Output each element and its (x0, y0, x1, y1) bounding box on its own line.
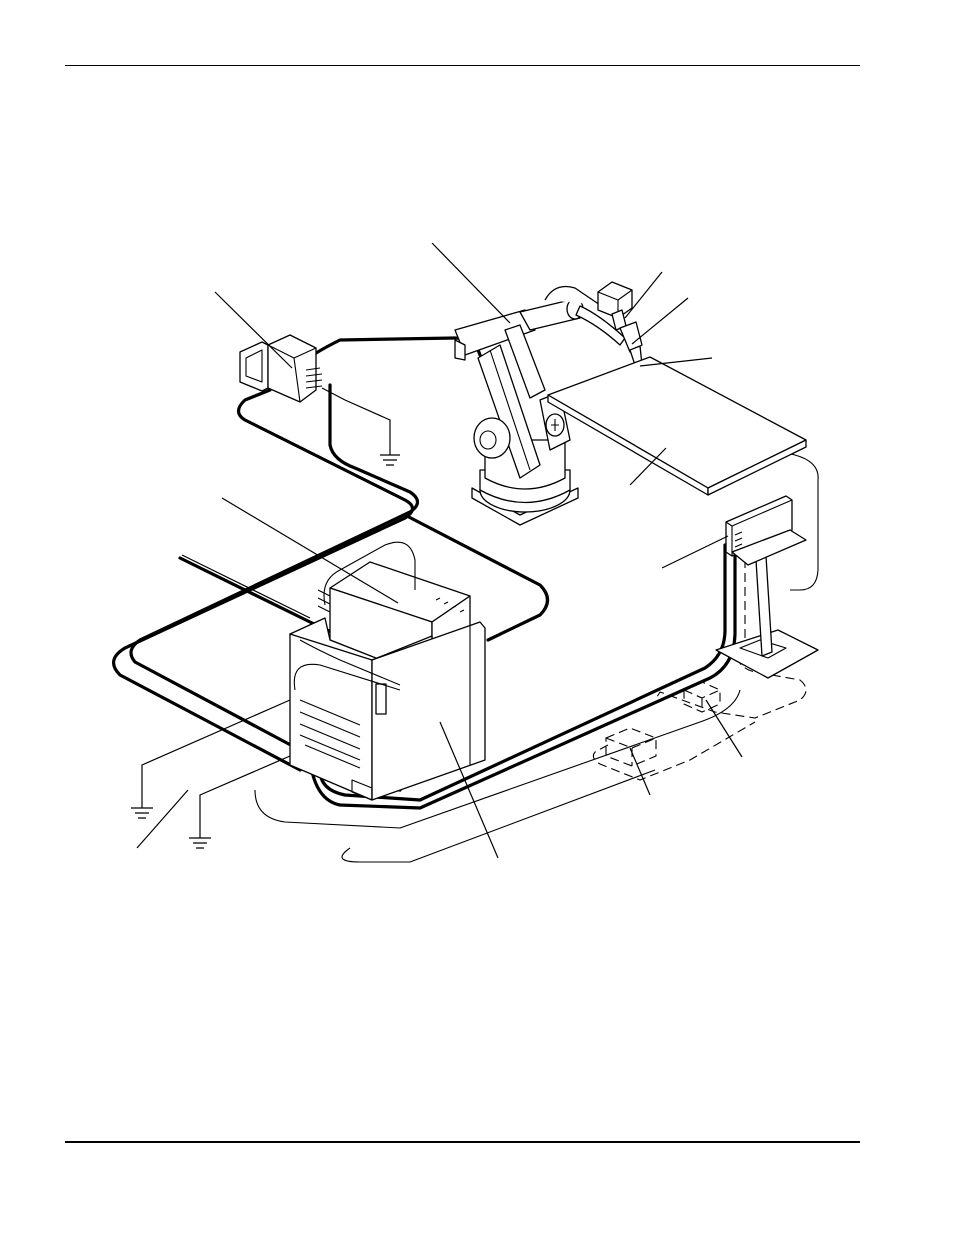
leader-power-source (439, 721, 499, 859)
leader-pendant (661, 535, 729, 569)
leader-work-table (629, 447, 667, 486)
footer-rule (65, 1141, 860, 1143)
leader-ground-cable (136, 789, 189, 849)
leader-torch-tip (639, 357, 713, 367)
leader-junction-box-left (214, 291, 293, 369)
teach-pendant-stand (715, 495, 819, 679)
leader-robot-arm (431, 242, 511, 324)
junction-box-left (239, 334, 400, 466)
leader-lines (136, 242, 743, 859)
wire-feeder (597, 281, 633, 331)
leader-controller (221, 497, 399, 604)
leader-wire-feeder (624, 271, 663, 319)
header-rule (65, 65, 860, 66)
leader-junction-box-right (705, 699, 743, 758)
welding-torch (619, 321, 643, 373)
leader-torch-cable (631, 297, 689, 345)
junction-box-center (605, 727, 657, 767)
robot-arm (454, 285, 626, 526)
leader-robot-cable (181, 554, 311, 619)
junction-box-right (683, 681, 721, 713)
ground-symbols (131, 699, 291, 849)
floor-outline (254, 394, 819, 863)
leader-junction-box-center (629, 747, 651, 796)
welding-power-source (289, 617, 486, 801)
work-table (547, 356, 807, 496)
